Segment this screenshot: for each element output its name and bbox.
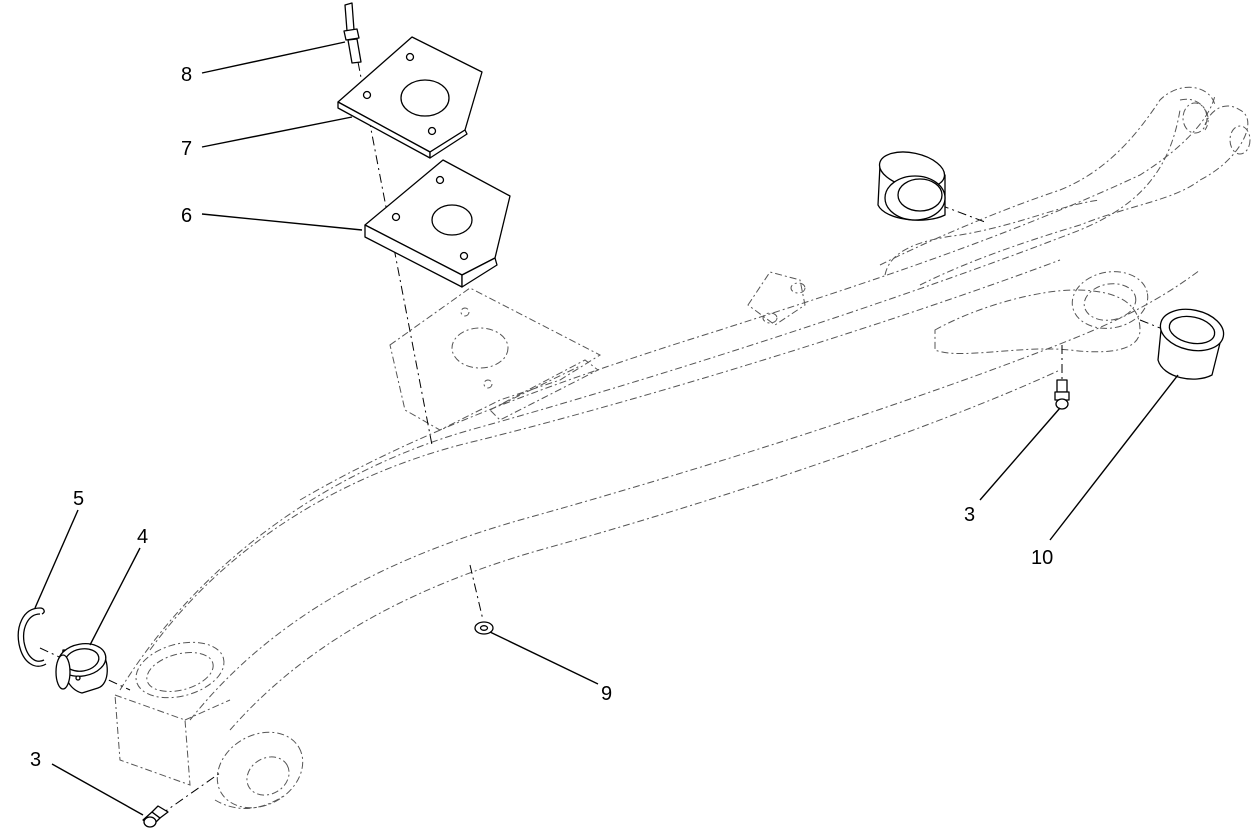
part-4-bushing bbox=[55, 643, 108, 694]
callout-3-front: 3 bbox=[30, 749, 41, 771]
callout-5: 5 bbox=[73, 488, 84, 510]
part-3-grease-fitting-rear bbox=[1054, 379, 1070, 410]
leader-3-front bbox=[51, 763, 144, 816]
part-8-rivet-pin bbox=[343, 2, 362, 64]
leader-10 bbox=[1049, 374, 1179, 541]
callout-7: 7 bbox=[181, 138, 192, 160]
part-10-bushing-upper bbox=[877, 151, 946, 221]
callout-4: 4 bbox=[137, 526, 148, 548]
part-10-bushing-lower bbox=[1157, 308, 1225, 380]
part-6-spacer-block bbox=[364, 159, 511, 288]
leader-lines bbox=[34, 41, 1179, 816]
part-9-washer bbox=[474, 621, 494, 635]
leader-9 bbox=[489, 631, 599, 685]
callout-numbers: 8 7 6 5 4 3 9 3 10 bbox=[30, 64, 1053, 771]
callout-9: 9 bbox=[601, 683, 612, 705]
leader-3-rear bbox=[979, 407, 1061, 501]
leader-6 bbox=[201, 213, 363, 231]
leader-4 bbox=[89, 547, 141, 646]
part-3-grease-fitting-front bbox=[142, 805, 169, 828]
part-5-retaining-ring bbox=[17, 607, 47, 667]
leader-5 bbox=[34, 509, 79, 609]
part-7-mount-plate bbox=[337, 36, 483, 159]
frame-phantom-outline bbox=[114, 86, 1251, 809]
leader-7 bbox=[201, 116, 353, 148]
callout-10: 10 bbox=[1031, 547, 1053, 569]
callout-3-rear: 3 bbox=[964, 504, 975, 526]
leader-8 bbox=[201, 41, 346, 74]
callout-8: 8 bbox=[181, 64, 192, 86]
callout-6: 6 bbox=[181, 205, 192, 227]
